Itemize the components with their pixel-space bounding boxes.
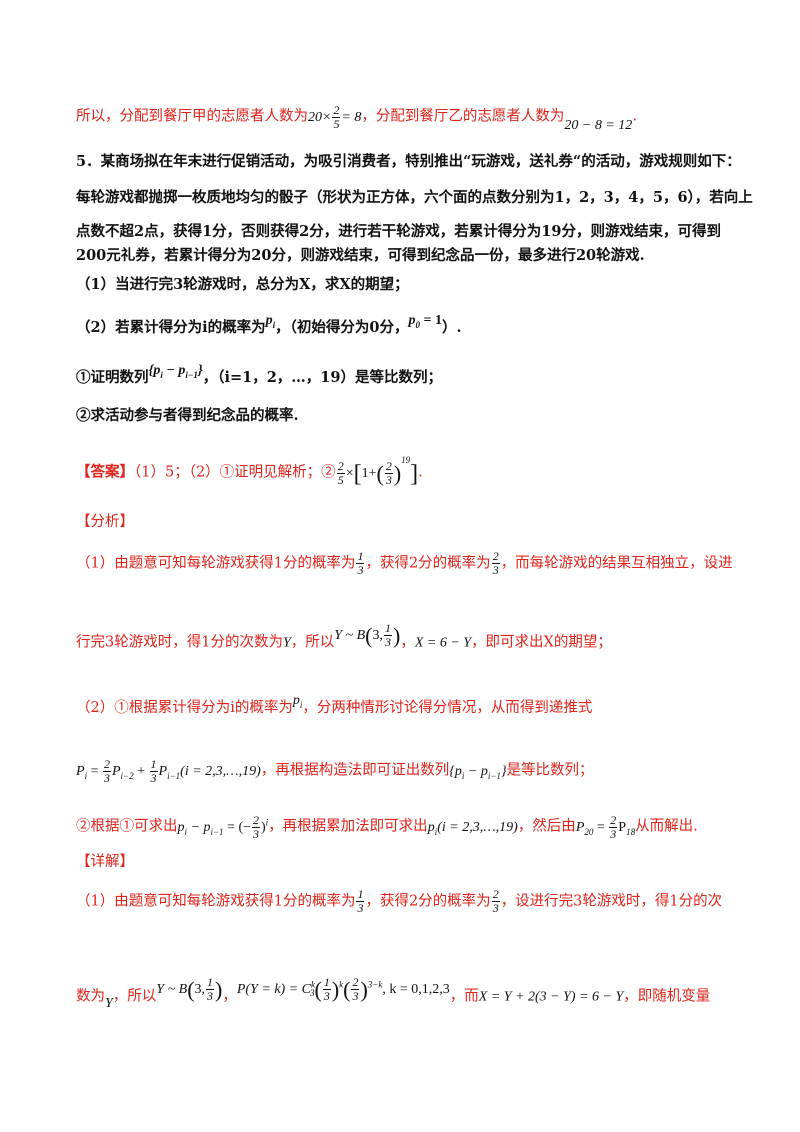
answer-text: （1）5；（2）①证明见解析；② bbox=[134, 464, 336, 481]
text: ，所以 bbox=[112, 988, 157, 1005]
text: ，分两种情形讨论得分情况，从而得到递推式 bbox=[302, 700, 593, 716]
math: 20× bbox=[308, 109, 332, 125]
text: ②根据①可求出 bbox=[76, 818, 178, 835]
text: （1）由题意可知每轮游戏获得1分的概率为 bbox=[76, 893, 356, 910]
text: ）. bbox=[441, 319, 462, 336]
text: ， bbox=[222, 988, 237, 1005]
text: （1）由题意可知每轮游戏获得1分的概率为 bbox=[76, 555, 356, 572]
subquestion-2: ②求活动参与者得到纪念品的概率. bbox=[76, 407, 299, 424]
question-1: （1）当进行完3轮游戏时，总分为X，求X的期望； bbox=[76, 276, 409, 293]
text: . bbox=[418, 464, 423, 481]
text: 行完3轮游戏时，得1分的次数为 bbox=[76, 634, 283, 651]
math: p0 = 1 bbox=[408, 313, 442, 330]
analysis-line-3: （2）①根据累计得分为i的概率为pi，分两种情形讨论得分情况，从而得到递推式 bbox=[76, 693, 750, 723]
text: ，（初始得分为0分， bbox=[275, 319, 409, 336]
problem-line-4: 200元礼券，若累计得分为20分，则游戏结束，可得到纪念品一份，最多进行20轮游… bbox=[76, 247, 645, 264]
math: Y bbox=[105, 995, 113, 1011]
text: ，再根据构造法即可证出数列 bbox=[260, 762, 450, 779]
text: ，然后由 bbox=[517, 818, 576, 835]
text: ，再根据累加法即可求出 bbox=[268, 818, 428, 835]
analysis-label: 【分析】 bbox=[76, 514, 134, 530]
problem-line-1: 5．某商场拟在年末进行促销活动，为吸引消费者，特别推出“玩游戏，送礼券“的活动，… bbox=[76, 153, 741, 170]
math: {pi − pi−1} bbox=[449, 763, 507, 781]
text: ①证明数列 bbox=[76, 369, 149, 386]
math: {pi − pi−1} bbox=[148, 363, 203, 380]
text: ，所以 bbox=[290, 634, 335, 651]
text: （2）若累计得分为i的概率为 bbox=[76, 319, 266, 336]
text: 是等比数列； bbox=[506, 762, 594, 779]
text: ，而 bbox=[449, 988, 479, 1005]
text: . bbox=[632, 108, 637, 125]
text: 从而解出. bbox=[635, 818, 698, 835]
problem-line-2: 每轮游戏都抛掷一枚质地均匀的骰子（形状为正方体，六个面的点数分别为1，2，3，4… bbox=[76, 189, 753, 206]
text: ，设进行完3轮游戏时，得1分的次 bbox=[500, 893, 723, 910]
text: （2）①根据累计得分为i的概率为 bbox=[76, 700, 293, 716]
math: 20 − 8 = 12 bbox=[564, 117, 633, 133]
text: ，分配到餐厅乙的志愿者人数为 bbox=[361, 108, 565, 125]
text: ，即可求出X的期望； bbox=[471, 634, 612, 651]
math: X = 6 − Y bbox=[414, 635, 472, 651]
text: ，而每轮游戏的结果互相独立，设进 bbox=[500, 555, 733, 572]
text: ，获得2分的概率为 bbox=[365, 893, 491, 910]
text: ，（i=1，2，…，19）是等比数列； bbox=[202, 369, 442, 386]
text: ，获得2分的概率为 bbox=[365, 555, 491, 572]
math: pi(i = 2,3,…,19) bbox=[427, 819, 518, 837]
detail-label: 【详解】 bbox=[76, 854, 134, 870]
subquestion-1: ①证明数列{pi − pi−1}，（i=1，2，…，19）是等比数列； bbox=[76, 363, 750, 393]
question-2: （2）若累计得分为i的概率为pi，（初始得分为0分，p0 = 1）. bbox=[76, 313, 750, 343]
math: X = Y + 2(3 − Y) = 6 − Y bbox=[478, 989, 624, 1005]
answer-label: 【答案】 bbox=[76, 463, 134, 481]
math: Y bbox=[282, 635, 291, 651]
math: pi bbox=[292, 693, 303, 710]
problem-line-3: 点数不超2点，获得1分，否则获得2分，进行若干轮游戏，若累计得分为19分，则游戏… bbox=[76, 223, 721, 240]
text: 所以，分配到餐厅甲的志愿者人数为 bbox=[76, 108, 308, 125]
math: pi bbox=[265, 313, 276, 330]
math: = 8 bbox=[341, 109, 362, 125]
text: 数为 bbox=[76, 988, 105, 1005]
text: ，即随机变量 bbox=[623, 988, 711, 1005]
text: ， bbox=[400, 634, 415, 651]
